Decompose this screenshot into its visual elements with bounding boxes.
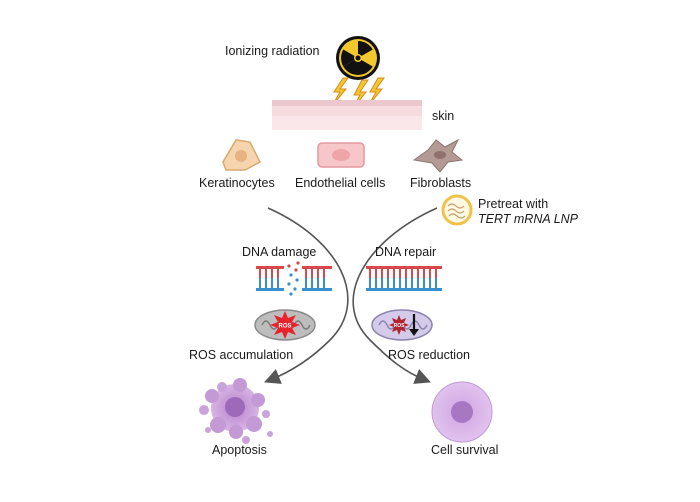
ros-reduction-label: ROS reduction [388,348,470,362]
arrow-to-survival [352,207,438,384]
dna-repair-label: DNA repair [375,245,437,259]
fibroblast-cell [412,138,464,173]
endothelial-cells-label: Endothelial cells [295,176,386,190]
ros-badge-left: ROS [278,324,291,330]
apoptosis-label: Apoptosis [212,443,267,457]
pretreat-label: Pretreat with [478,197,549,211]
repaired-dna [366,266,442,291]
damaged-dna [256,261,332,296]
keratinocyte-cell [222,139,261,171]
ros-accumulation-label: ROS accumulation [189,348,294,362]
cell-survival-label: Cell survival [431,443,499,457]
mitochondrion-ros-high: ROS [254,309,316,341]
ionizing-radiation-label: Ionizing radiation [225,44,320,58]
skin-layer [272,100,422,130]
skin-label: skin [432,109,455,123]
apoptotic-cell [199,378,273,444]
radiation-icon [336,36,380,80]
endothelial-cell [317,142,365,168]
dna-damage-label: DNA damage [242,245,317,259]
fibroblasts-label: Fibroblasts [410,176,472,190]
mitochondrion-ros-low: ROS [371,309,433,341]
tert-mrna-lnp-label: TERT mRNA LNP [478,212,579,226]
lnp-icon [441,194,473,226]
keratinocytes-label: Keratinocytes [199,176,275,190]
ros-badge-right: ROS [394,323,406,329]
arrow-to-apoptosis [264,207,349,384]
surviving-cell [431,381,493,443]
